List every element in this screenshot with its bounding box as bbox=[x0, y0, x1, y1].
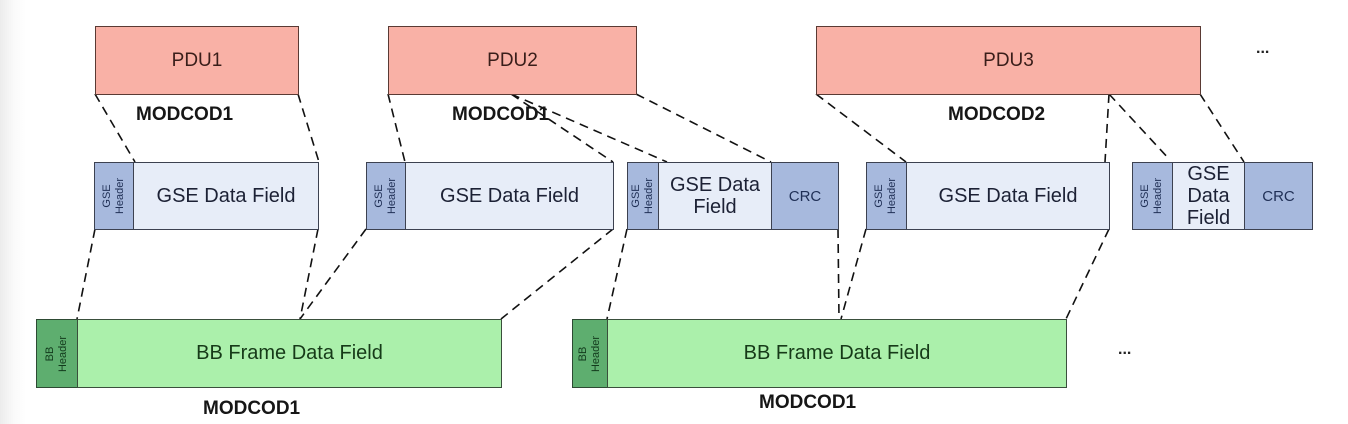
gse-5-data-label: GSE Data Field bbox=[1186, 163, 1231, 229]
gse-4-data-label: GSE Data Field bbox=[938, 185, 1078, 207]
connector-line bbox=[1199, 93, 1245, 163]
connector-line bbox=[297, 93, 320, 163]
connector-line bbox=[387, 93, 406, 163]
connector-line bbox=[815, 93, 907, 163]
bb-frame-1-data-field: BB Frame Data Field bbox=[77, 319, 502, 388]
connector-line bbox=[837, 228, 840, 320]
connector-line bbox=[94, 93, 136, 163]
gse-1-data-label: GSE Data Field bbox=[156, 185, 296, 207]
bb-frame-2-modcod: MODCOD1 bbox=[759, 392, 857, 413]
gse-5-crc-label: CRC bbox=[1262, 187, 1295, 205]
gse-5-header-label: GSE Header bbox=[1139, 177, 1165, 215]
pdu-3-modcod: MODCOD2 bbox=[948, 104, 1046, 125]
connector-line bbox=[510, 93, 668, 163]
connector-line bbox=[1065, 228, 1110, 320]
bb-frame-1-modcod: MODCOD1 bbox=[203, 398, 301, 419]
pdu-3: PDU3 bbox=[816, 26, 1201, 95]
pdu-1: PDU1 bbox=[95, 26, 299, 95]
connector-line bbox=[299, 228, 367, 320]
bb-frame-2-data-label: BB Frame Data Field bbox=[743, 342, 931, 364]
connector-line bbox=[1108, 93, 1171, 161]
connector-line bbox=[510, 93, 614, 163]
bb-frame-1-data-label: BB Frame Data Field bbox=[196, 342, 383, 364]
gse-3-data-field: GSE Data Field bbox=[658, 162, 772, 230]
pdu-continuation-ellipsis: ... bbox=[1256, 40, 1270, 57]
bb-frame-2-header-label: BB Header bbox=[577, 335, 603, 372]
gse-5-crc: CRC bbox=[1244, 162, 1313, 230]
pdu-2-label: PDU2 bbox=[487, 49, 538, 71]
gse-1-data-field: GSE Data Field bbox=[133, 162, 319, 230]
gse-3-crc: CRC bbox=[771, 162, 839, 230]
gse-4-data-field: GSE Data Field bbox=[906, 162, 1110, 230]
gse-4-header: GSE Header bbox=[866, 162, 907, 230]
gse-3-data-label: GSE Data Field bbox=[669, 174, 761, 218]
gse-5-data-field: GSE Data Field bbox=[1172, 162, 1245, 230]
bb-frame-2-header: BB Header bbox=[572, 319, 608, 388]
gse-2-data-label: GSE Data Field bbox=[440, 185, 579, 207]
gse-3-header-label: GSE Header bbox=[630, 177, 656, 215]
connector-line bbox=[635, 93, 772, 163]
connector-line bbox=[840, 228, 867, 320]
pdu-2: PDU2 bbox=[388, 26, 637, 95]
connector-line bbox=[500, 228, 614, 320]
gse-5-header: GSE Header bbox=[1132, 162, 1173, 230]
connector-line bbox=[76, 228, 96, 320]
gse-1-header: GSE Header bbox=[94, 162, 134, 230]
gse-3-crc-label: CRC bbox=[788, 187, 822, 205]
pdu-1-label: PDU1 bbox=[171, 49, 223, 71]
gse-2-header: GSE Header bbox=[366, 162, 406, 230]
gse-2-data-field: GSE Data Field bbox=[405, 162, 614, 230]
bb-frame-2-data-field: BB Frame Data Field bbox=[607, 319, 1067, 388]
connector-line bbox=[299, 228, 319, 320]
connector-line bbox=[606, 228, 628, 320]
pdu-2-modcod: MODCOD1 bbox=[452, 104, 550, 125]
gse-4-header-label: GSE Header bbox=[873, 177, 899, 215]
pdu-1-modcod: MODCOD1 bbox=[136, 104, 234, 125]
connector-line bbox=[1104, 93, 1110, 163]
gse-1-header-label: GSE Header bbox=[100, 177, 126, 215]
bb-continuation-ellipsis: ... bbox=[1118, 341, 1132, 358]
bb-frame-1-header-label: BB Header bbox=[43, 335, 69, 372]
gse-2-header-label: GSE Header bbox=[372, 177, 398, 215]
gse-3-header: GSE Header bbox=[627, 162, 659, 230]
pdu-3-label: PDU3 bbox=[983, 49, 1034, 71]
bb-frame-1-header: BB Header bbox=[36, 319, 78, 388]
